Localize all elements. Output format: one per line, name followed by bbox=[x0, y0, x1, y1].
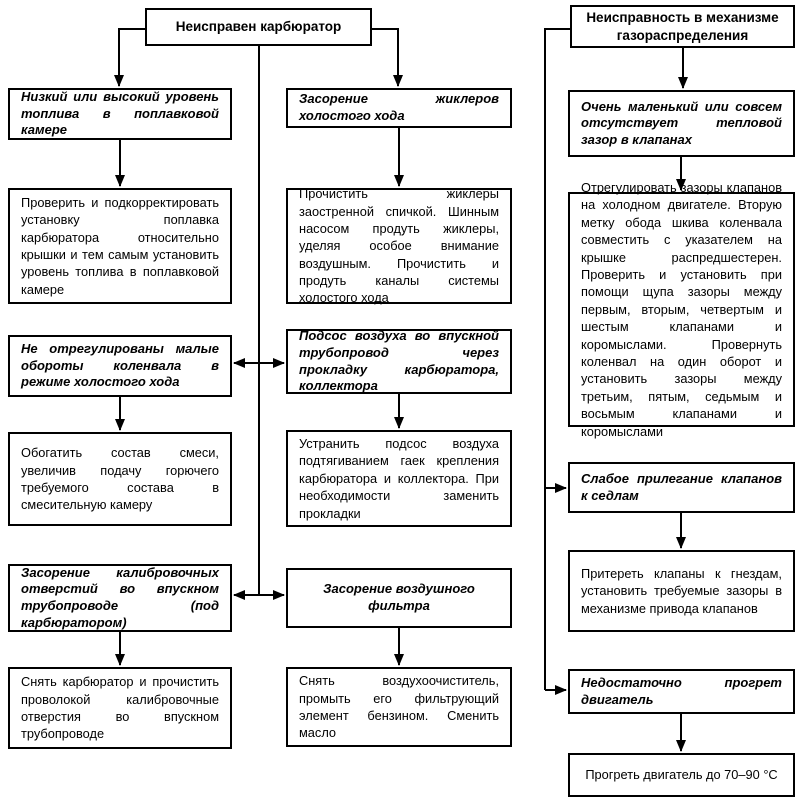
left-remedy-1-text: Проверить и подкорректировать установку … bbox=[21, 194, 219, 297]
right-remedy-1-box: Отрегулировать зазоры клапанов на холодн… bbox=[568, 180, 795, 439]
left-remedy-2-box: Обогатить состав смеси, увеличив подачу … bbox=[8, 432, 232, 526]
left-cause-3-text: Засорение калибровочных отверстий во впу… bbox=[21, 564, 219, 630]
header-carburetor-text: Неисправен карбюратор bbox=[175, 19, 342, 35]
right-remedy-3-text: Прогреть двигатель до 70–90 °C bbox=[585, 767, 778, 783]
middle-cause-3-box: Засорение воздушного фильтра bbox=[286, 568, 512, 628]
left-cause-2-box: Не отрегулированы малые обороты коленвал… bbox=[8, 335, 232, 397]
middle-remedy-1-box: Прочистить жиклеры заостренной спичкой. … bbox=[286, 186, 512, 306]
right-cause-1-box: Очень маленький или совсем отсутствует т… bbox=[568, 90, 795, 157]
left-cause-3-box: Засорение калибровочных отверстий во впу… bbox=[8, 564, 232, 632]
middle-cause-1-text: Засорение жиклеров холостого хода bbox=[299, 91, 499, 123]
connector-carb-to-middle-cause-1 bbox=[372, 28, 403, 87]
right-remedy-3-box: Прогреть двигатель до 70–90 °C bbox=[568, 753, 795, 797]
middle-remedy-1-text: Прочистить жиклеры заостренной спичкой. … bbox=[299, 186, 499, 306]
left-remedy-3-box: Снять карбюратор и прочистить проволокой… bbox=[8, 667, 232, 749]
header-gas-distribution-text: Неисправность в механизме газораспределе… bbox=[586, 9, 779, 43]
right-remedy-2-box: Притереть клапаны к гнездам, установить … bbox=[568, 550, 795, 632]
left-cause-1-text: Низкий или высокий уровень топлива в поп… bbox=[21, 89, 219, 138]
right-cause-1-text: Очень маленький или совсем отсутствует т… bbox=[581, 98, 782, 147]
left-remedy-1-box: Проверить и подкорректировать установку … bbox=[8, 188, 232, 304]
right-cause-2-text: Слабое прилегание клапанов к седлам bbox=[581, 470, 782, 503]
header-gas-distribution-box: Неисправность в механизме газораспределе… bbox=[570, 5, 795, 48]
right-cause-3-text: Недостаточно прогрет двигатель bbox=[581, 674, 782, 707]
middle-cause-3-text: Засорение воздушного фильтра bbox=[323, 581, 475, 613]
middle-cause-1-box: Засорение жиклеров холостого хода bbox=[286, 88, 512, 128]
right-cause-2-box: Слабое прилегание клапанов к седлам bbox=[568, 462, 795, 513]
left-cause-2-text: Не отрегулированы малые обороты коленвал… bbox=[21, 341, 219, 390]
middle-cause-2-text: Подсос воздуха во впускной трубопровод ч… bbox=[299, 328, 499, 394]
right-remedy-1-text: Отрегулировать зазоры клапанов на холодн… bbox=[581, 180, 782, 439]
connector-gas-left-rail bbox=[544, 28, 570, 690]
right-cause-3-box: Недостаточно прогрет двигатель bbox=[568, 669, 795, 714]
middle-remedy-3-text: Снять воздухоочиститель, промыть его фил… bbox=[299, 673, 499, 741]
left-cause-1-box: Низкий или высокий уровень топлива в поп… bbox=[8, 88, 232, 140]
middle-cause-2-box: Подсос воздуха во впускной трубопровод ч… bbox=[286, 328, 512, 394]
header-carburetor-box: Неисправен карбюратор bbox=[145, 8, 372, 46]
middle-remedy-3-box: Снять воздухоочиститель, промыть его фил… bbox=[286, 667, 512, 747]
left-remedy-2-text: Обогатить состав смеси, увеличив подачу … bbox=[21, 445, 219, 513]
middle-remedy-2-text: Устранить подсос воздуха подтягиванием г… bbox=[299, 436, 499, 521]
left-remedy-3-text: Снять карбюратор и прочистить проволокой… bbox=[21, 674, 219, 742]
middle-remedy-2-box: Устранить подсос воздуха подтягиванием г… bbox=[286, 430, 512, 527]
right-remedy-2-text: Притереть клапаны к гнездам, установить … bbox=[581, 565, 782, 616]
connector-carb-to-left-cause-1 bbox=[114, 28, 145, 87]
